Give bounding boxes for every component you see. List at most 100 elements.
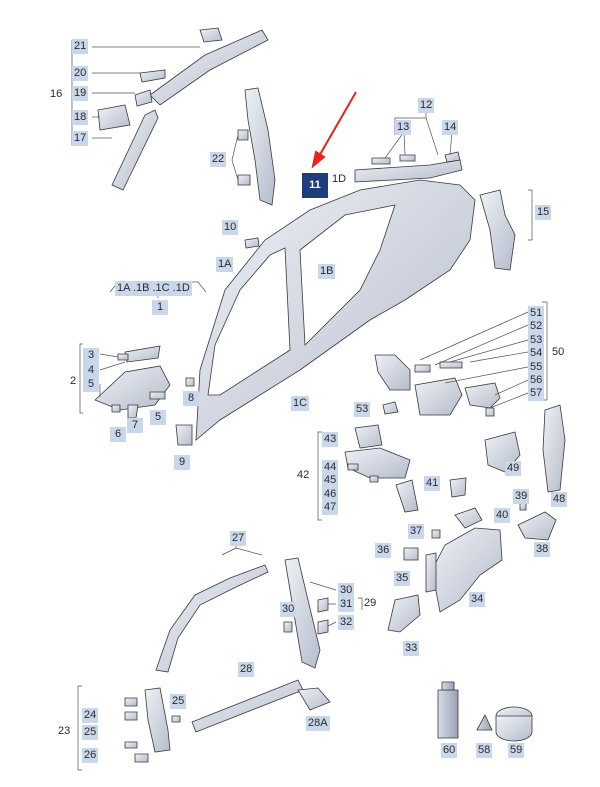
callout-1A[interactable]: 1A bbox=[216, 257, 234, 272]
leader-line bbox=[419, 311, 529, 409]
callout-43[interactable]: 43 bbox=[322, 432, 339, 447]
callout-1C[interactable]: 1C bbox=[291, 396, 310, 411]
callout-40[interactable]: 40 bbox=[494, 508, 511, 523]
callout-5-rear[interactable]: 5 bbox=[150, 410, 166, 425]
bracket-part bbox=[449, 477, 467, 498]
bracket-part bbox=[297, 687, 331, 711]
callout-1[interactable]: 1 bbox=[152, 300, 168, 315]
callout-28A[interactable]: 28A bbox=[306, 716, 330, 731]
callout-30-right[interactable]: 30 bbox=[338, 583, 355, 598]
callout-46[interactable]: 46 bbox=[322, 487, 339, 502]
clip-part bbox=[134, 753, 149, 763]
clip-part bbox=[124, 697, 138, 707]
callout-32[interactable]: 32 bbox=[338, 615, 355, 630]
clip-part bbox=[414, 364, 431, 373]
callout-8[interactable]: 8 bbox=[183, 391, 199, 406]
callout-49[interactable]: 49 bbox=[505, 461, 522, 476]
callout-54[interactable]: 54 bbox=[528, 346, 545, 361]
callout-11-highlighted[interactable]: 11 bbox=[302, 173, 328, 198]
callout-19[interactable]: 19 bbox=[72, 86, 89, 101]
clip-part bbox=[403, 547, 419, 561]
clip-part bbox=[149, 391, 166, 400]
callout-56[interactable]: 56 bbox=[528, 373, 545, 388]
callout-36[interactable]: 36 bbox=[375, 543, 392, 558]
bracket-part bbox=[354, 424, 383, 449]
callout-2[interactable]: 2 bbox=[69, 375, 77, 387]
wheelhouse-front bbox=[94, 365, 171, 411]
callout-3[interactable]: 3 bbox=[83, 348, 99, 363]
callout-5-front[interactable]: 5 bbox=[83, 377, 99, 392]
callout-42[interactable]: 42 bbox=[297, 469, 310, 481]
callout-27[interactable]: 27 bbox=[230, 531, 247, 546]
b-pillar-reinforcement bbox=[244, 87, 276, 206]
callout-48[interactable]: 48 bbox=[551, 492, 568, 507]
clip-part bbox=[431, 529, 441, 539]
bracket-part bbox=[387, 594, 421, 633]
callout-30-left[interactable]: 30 bbox=[280, 602, 297, 617]
callout-41[interactable]: 41 bbox=[424, 476, 441, 491]
callout-14[interactable]: 14 bbox=[442, 120, 459, 135]
clip-part bbox=[347, 463, 359, 471]
rear-end-part bbox=[542, 404, 566, 493]
leader-line bbox=[384, 131, 406, 159]
callout-25-right[interactable]: 25 bbox=[170, 694, 187, 709]
callout-4[interactable]: 4 bbox=[83, 363, 99, 378]
callout-55[interactable]: 55 bbox=[528, 360, 545, 375]
callout-53-top[interactable]: 53 bbox=[528, 333, 545, 348]
callout-25-left[interactable]: 25 bbox=[82, 725, 99, 740]
callout-1B[interactable]: 1B bbox=[318, 264, 336, 279]
callout-33[interactable]: 33 bbox=[403, 641, 420, 656]
callout-37[interactable]: 37 bbox=[408, 524, 425, 539]
callout-50[interactable]: 50 bbox=[552, 346, 565, 358]
callout-31[interactable]: 31 bbox=[338, 597, 355, 612]
callout-10[interactable]: 10 bbox=[222, 220, 239, 235]
callout-45[interactable]: 45 bbox=[322, 473, 339, 488]
callout-39[interactable]: 39 bbox=[513, 489, 530, 504]
callout-13[interactable]: 13 bbox=[395, 120, 412, 135]
leader-line bbox=[79, 343, 83, 414]
callout-51[interactable]: 51 bbox=[528, 306, 545, 321]
callout-58[interactable]: 58 bbox=[476, 743, 493, 758]
sealant-cartridge bbox=[437, 689, 459, 739]
callout-53-left[interactable]: 53 bbox=[354, 402, 371, 417]
callout-24[interactable]: 24 bbox=[82, 708, 99, 723]
callout-22[interactable]: 22 bbox=[210, 152, 227, 167]
clip-part bbox=[124, 711, 138, 721]
bracket-part bbox=[517, 511, 557, 541]
callout-47[interactable]: 47 bbox=[322, 500, 339, 515]
door-opening-front bbox=[207, 247, 291, 396]
callout-38[interactable]: 38 bbox=[534, 542, 551, 557]
callout-52[interactable]: 52 bbox=[528, 319, 545, 334]
callout-60[interactable]: 60 bbox=[441, 743, 458, 758]
callout-12[interactable]: 12 bbox=[418, 98, 435, 113]
callout-6[interactable]: 6 bbox=[110, 427, 126, 442]
callout-1D[interactable]: 1D bbox=[332, 173, 347, 185]
clip-part bbox=[371, 157, 391, 165]
callout-21[interactable]: 21 bbox=[72, 39, 89, 54]
callout-28[interactable]: 28 bbox=[238, 662, 255, 677]
callout-18[interactable]: 18 bbox=[72, 110, 89, 125]
callout-23[interactable]: 23 bbox=[58, 725, 71, 737]
callout-15[interactable]: 15 bbox=[535, 205, 552, 220]
rear-inner-part bbox=[344, 447, 411, 479]
rear-quarter-inner bbox=[479, 189, 516, 271]
callout-16[interactable]: 16 bbox=[50, 88, 63, 100]
callout-26[interactable]: 26 bbox=[82, 748, 99, 763]
callout-20[interactable]: 20 bbox=[72, 66, 89, 81]
leader-line bbox=[542, 301, 548, 401]
roof-frame-rail bbox=[354, 159, 463, 183]
callout-34[interactable]: 34 bbox=[469, 592, 486, 607]
clip-part bbox=[244, 237, 260, 249]
callout-59[interactable]: 59 bbox=[508, 743, 525, 758]
callout-29[interactable]: 29 bbox=[364, 597, 377, 609]
bracket-part bbox=[139, 69, 166, 83]
callout-35[interactable]: 35 bbox=[394, 571, 411, 586]
clip-part bbox=[369, 475, 379, 483]
callout-17[interactable]: 17 bbox=[72, 131, 89, 146]
callout-57[interactable]: 57 bbox=[528, 386, 545, 401]
callout-1-group[interactable]: 1A .1B .1C .1D bbox=[115, 281, 192, 296]
callout-44[interactable]: 44 bbox=[322, 460, 339, 475]
callout-7[interactable]: 7 bbox=[127, 418, 143, 433]
sill-panel bbox=[191, 679, 304, 733]
callout-9[interactable]: 9 bbox=[174, 455, 190, 470]
